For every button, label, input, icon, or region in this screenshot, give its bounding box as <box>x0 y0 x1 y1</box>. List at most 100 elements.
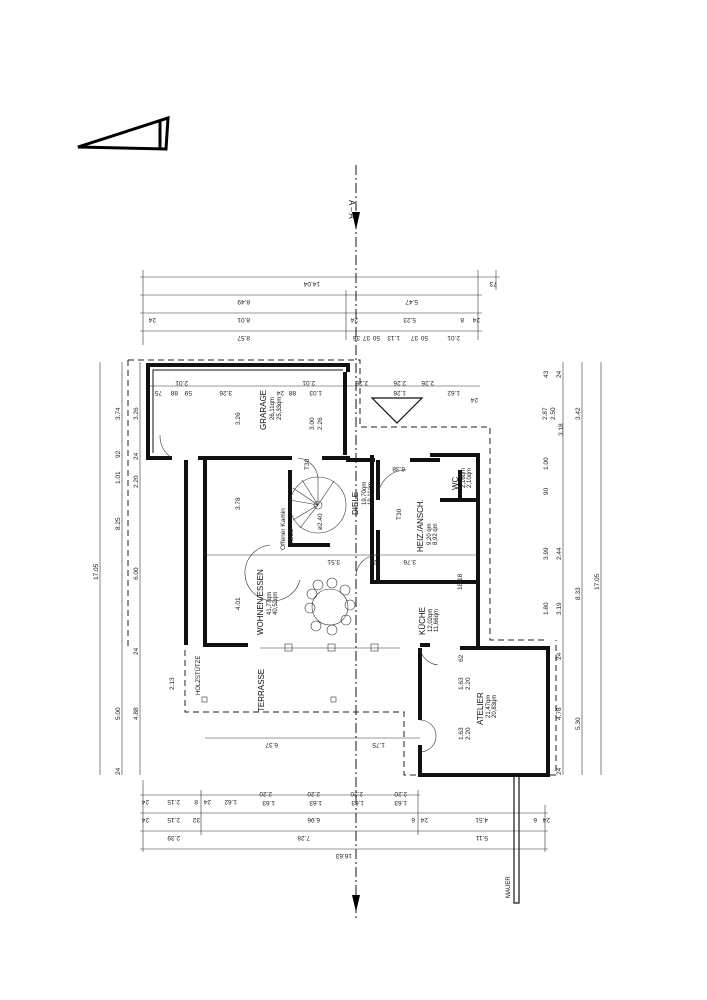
dim-text: 6 <box>411 816 415 823</box>
t30-label: T30 <box>304 458 311 470</box>
dim-text: 2.20 <box>133 475 140 488</box>
entrance-triangle-icon <box>370 397 424 424</box>
dim-text: 8.57 <box>237 334 250 341</box>
dim-text: 24 <box>420 816 428 823</box>
dim-text: HEIZ./ANSCH. <box>416 499 425 552</box>
dim-text: 6.37 <box>265 741 278 748</box>
dim-text: 7.28 <box>297 834 310 841</box>
dim-text: 2.20 <box>394 790 407 797</box>
dim-text: 24 <box>369 558 377 565</box>
interior-dimensions: 3.78 4.01 3.26 3.00 2.26 3.51 3.76 24 6.… <box>205 412 478 740</box>
dim-text: 8 <box>194 798 198 805</box>
dim-text: 5.11 <box>475 834 488 841</box>
orientation-triangle-icon <box>77 115 170 151</box>
dim-text: 6.96 <box>307 816 320 823</box>
fireplace-label: Offener Kamin <box>280 508 287 550</box>
dim-text: 2.15 <box>167 816 180 823</box>
dim-text: 2.15 <box>167 798 180 805</box>
dim-text: 1.63 <box>262 799 275 806</box>
dim-text: 3.19 <box>556 602 563 615</box>
dim-text: 2.26 <box>393 379 406 386</box>
right-dimensions: 17.05 8.33 5.30 3.42 3.18 2.87 2.50 43 2… <box>542 362 602 775</box>
dim-text: 3.26 <box>133 407 140 420</box>
holzstuetze-label: HOLZSTÜTZE <box>195 656 202 695</box>
dim-text: 4.51 <box>475 816 488 823</box>
dim-text: 19,70qm <box>362 482 368 505</box>
dim-text: 1.62 <box>447 389 460 396</box>
dim-text: 1.26 <box>393 389 406 396</box>
dim-text: 43 <box>543 370 550 378</box>
dim-text: 8.49 <box>237 298 250 305</box>
dim-text: 24 <box>141 798 149 805</box>
dim-text: 2.87 <box>542 407 549 420</box>
room-diele: DIELE 19,70qm 19,11qm <box>351 482 374 515</box>
dim-text: 1.00 <box>543 457 550 470</box>
dim-text: 2,16qm <box>461 468 467 488</box>
dim-text: 8.01 <box>237 316 250 323</box>
dim-text: 24 <box>470 396 478 403</box>
post-icon <box>327 643 336 652</box>
dim-text: 24 <box>141 816 149 823</box>
room-heiz-ansch: HEIZ./ANSCH. 9,20 qm 8,92 qm <box>416 499 439 552</box>
dim-text: 2.01 <box>447 334 460 341</box>
dim-text: 59 <box>184 389 192 396</box>
dim-text: 12,02qm <box>428 609 434 632</box>
dim-text: 4.78 <box>556 707 563 720</box>
dim-text: 50 <box>372 334 380 341</box>
dim-text: 3.26 <box>235 412 242 425</box>
dim-text: 2.39 <box>167 834 180 841</box>
dim-text: 2.13 <box>169 677 176 690</box>
dining-table <box>304 577 356 636</box>
dim-text: 3.26 <box>219 389 232 396</box>
dim-text: 2.44 <box>556 547 563 560</box>
stair-label: ø2.40 <box>317 513 324 530</box>
dim-text: WC <box>451 476 460 490</box>
dim-text: 50 <box>420 334 428 341</box>
dim-text: 2.50 <box>550 407 557 420</box>
doors <box>159 434 439 753</box>
section-mark: A – A <box>347 200 356 219</box>
room-wc: WC 2,16qm 2,10qm <box>451 468 473 490</box>
post-icon <box>284 643 293 652</box>
dim-text: 2.26 <box>355 379 368 386</box>
dim-text: 75 <box>154 389 162 396</box>
dim-text: 8.33 <box>575 587 582 600</box>
dim-text: 9,20 qm <box>427 523 433 545</box>
dim-text: 24 <box>350 316 358 323</box>
dim-text: 40,52qm <box>273 592 279 615</box>
dim-text: ATELIER <box>476 692 485 725</box>
dim-text: 6 <box>533 816 537 823</box>
dim-text: 24 <box>148 316 156 323</box>
dim-text: GRARAGE <box>259 390 268 430</box>
room-garage: GRARAGE 26,11qm 25,33qm <box>259 390 283 430</box>
dim-text: 5.47 <box>405 298 418 305</box>
dim-text: 25,33qm <box>277 397 283 420</box>
dim-text: 92 <box>115 450 122 458</box>
dim-text: 4.01 <box>235 597 242 610</box>
dim-text: 24 <box>556 767 563 775</box>
dim-text: 24 <box>556 652 563 660</box>
dim-text: 4.88 <box>133 707 140 720</box>
dim-text: WOHNEN/ESSEN <box>256 569 265 635</box>
dim-text: 1.63 <box>351 799 364 806</box>
dim-text: 2.20 <box>259 790 272 797</box>
top-dimensions: 14.04 73 8.49 5.47 24 8.01 24 5.23 8 24 … <box>140 270 500 345</box>
dim-text: 24 <box>542 816 550 823</box>
dim-text: 2,10qm <box>467 468 473 488</box>
walls <box>146 363 550 777</box>
garden-wall <box>513 774 520 904</box>
dim-text: 37 <box>362 334 370 341</box>
dim-text: 20,83qm <box>492 695 498 718</box>
dim-text: 2.20 <box>465 677 472 690</box>
dim-text: 3.76 <box>403 558 416 565</box>
interior-top-dimensions: 75 88 59 3.26 24 88 1.03 2.01 2.01 2.26 … <box>150 379 480 403</box>
room-terrasse: TERRASSE <box>257 669 266 712</box>
left-dimensions: 17.05 8.25 5.00 3.74 3.26 24 1.01 2.20 6… <box>93 362 176 775</box>
dim-text: 2.01 <box>175 379 188 386</box>
room-wohnen-essen: WOHNEN/ESSEN 41,77qm 40,52qm <box>256 569 279 635</box>
dim-text: 62 <box>458 654 465 662</box>
post-icon <box>370 643 379 652</box>
section-arrow-top <box>352 212 360 230</box>
dim-text: 3.18 <box>558 423 565 436</box>
